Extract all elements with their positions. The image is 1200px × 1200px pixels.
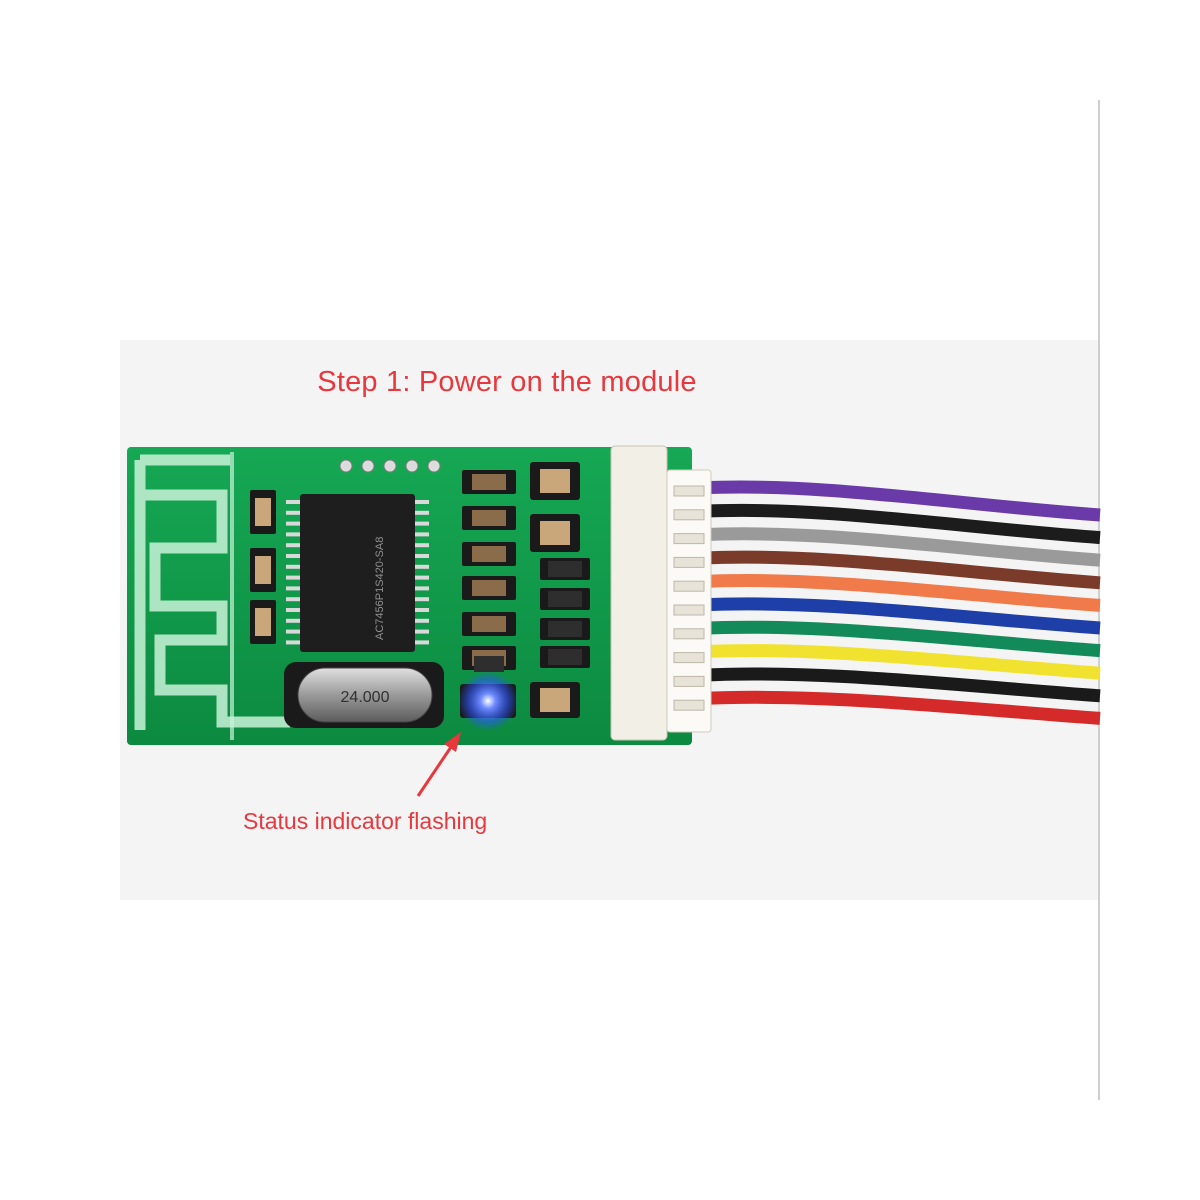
crystal-oscillator: 24.000: [284, 662, 444, 728]
left-component-column: [250, 490, 276, 644]
wire: [699, 690, 1101, 725]
wire: [699, 550, 1101, 590]
wire: [699, 644, 1101, 680]
wire: [699, 597, 1101, 635]
arrow-to-status-led: [416, 732, 461, 797]
wire: [699, 620, 1101, 658]
main-chip: AC7456P1S420-SA8: [286, 494, 429, 652]
wire: [699, 503, 1101, 545]
wire: [699, 574, 1101, 612]
pcb-test-pads: [339, 459, 441, 473]
resistor-array: [462, 470, 590, 672]
pcb-antenna-divider: [230, 452, 234, 740]
crystal-label: 24.000: [341, 689, 390, 706]
wire: [699, 667, 1101, 703]
status-indicator-caption: Status indicator flashing: [243, 808, 488, 834]
wire: [699, 527, 1101, 567]
main-chip-label: AC7456P1S420-SA8: [374, 537, 386, 640]
status-led: [458, 671, 518, 731]
pcb-antenna: [134, 454, 290, 730]
wire: [699, 480, 1101, 522]
wire-connector: [610, 445, 712, 741]
step-title: Step 1: Power on the module: [317, 366, 697, 398]
wire-bundle: [699, 480, 1101, 725]
capacitors: [530, 462, 580, 718]
